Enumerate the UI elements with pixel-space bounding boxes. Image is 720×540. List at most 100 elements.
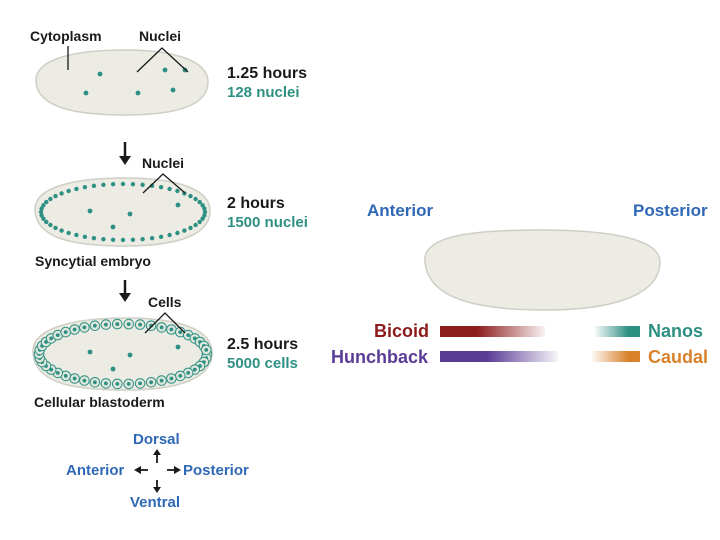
hunchback-gradient-bar (440, 351, 558, 362)
nucleus-dot (131, 238, 135, 242)
compass-arrows (134, 449, 181, 493)
nucleus-dot (150, 236, 154, 240)
nuclei-label-stage2: Nuclei (142, 156, 184, 170)
blastoderm-cell (167, 325, 177, 335)
blastoderm-cell (80, 323, 90, 333)
blastoderm-cell (157, 323, 167, 333)
blastoderm-cell (70, 325, 80, 335)
gene-nanos-label: Nanos (648, 322, 703, 340)
nucleus-dot (121, 182, 125, 186)
blastoderm-cell (70, 374, 80, 384)
nucleus-dot (175, 189, 179, 193)
nucleus-dot (44, 200, 48, 204)
bicoid-gradient-bar (440, 326, 545, 337)
count-stage2: 1500 nuclei (227, 215, 308, 230)
blastoderm-cell (61, 327, 71, 337)
blastoderm-cell (90, 378, 100, 388)
blastoderm-cell (176, 371, 186, 381)
gene-bicoid-label: Bicoid (374, 322, 429, 340)
arrow-right-icon (167, 466, 181, 474)
nucleus-dot (48, 197, 52, 201)
time-stage1: 1.25 hours (227, 66, 307, 82)
nucleus-dot (202, 206, 206, 210)
nucleus-dot (92, 236, 96, 240)
nucleus-dot (188, 226, 192, 230)
blastoderm-cell (113, 379, 123, 389)
compass-dorsal: Dorsal (133, 432, 180, 447)
nuclei-label-stage1: Nuclei (139, 29, 181, 43)
gene-hunchback-label: Hunchback (331, 348, 428, 366)
nucleus-dot (83, 235, 87, 239)
nucleus-dot (59, 228, 63, 232)
nucleus-dot (140, 183, 144, 187)
blastoderm-cell (135, 320, 145, 330)
cytoplasm-label: Cytoplasm (30, 29, 102, 43)
blastoderm-cell (157, 376, 167, 386)
down-arrow-icon (119, 280, 131, 302)
nucleus-dot (53, 226, 57, 230)
nanos-gradient-bar (595, 326, 640, 337)
nucleus-dot (167, 233, 171, 237)
blastoderm-cell (80, 376, 90, 386)
nucleus-dot (182, 228, 186, 232)
compass-ventral: Ventral (130, 495, 180, 510)
nucleus-dot (111, 182, 115, 186)
caudal-gradient-bar (592, 351, 640, 362)
nucleus-dot (167, 187, 171, 191)
embryo-stage3 (33, 318, 212, 390)
nucleus-dot (48, 223, 52, 227)
nucleus-dot (159, 235, 163, 239)
blastoderm-cell (90, 321, 100, 331)
anterior-label: Anterior (367, 202, 433, 219)
nucleus-dot (83, 185, 87, 189)
gene-caudal-label: Caudal (648, 348, 708, 366)
blastoderm-cell (146, 321, 156, 331)
nucleus-dot (198, 220, 202, 224)
arrow-down-icon (153, 480, 161, 493)
nucleus-dot (111, 238, 115, 242)
compass-anterior: Anterior (66, 463, 124, 478)
down-arrow-icon (119, 142, 131, 165)
nucleus-dot (193, 197, 197, 201)
posterior-label: Posterior (633, 202, 708, 219)
time-stage2: 2 hours (227, 196, 285, 212)
nucleus-dot (188, 194, 192, 198)
blastoderm-cell (113, 319, 123, 329)
blastoderm-cell (124, 319, 134, 329)
count-stage3: 5000 cells (227, 356, 298, 371)
blastoderm-cell (201, 345, 211, 355)
blastoderm-cell (124, 379, 134, 389)
nucleus-dot (101, 237, 105, 241)
blastoderm-cell (101, 320, 111, 330)
embryo-stage2 (35, 178, 210, 246)
nucleus-dot (121, 238, 125, 242)
count-stage1: 128 nuclei (227, 85, 300, 100)
nucleus-dot (175, 231, 179, 235)
blastoderm-cell (167, 374, 177, 384)
nucleus-dot (74, 233, 78, 237)
blastoderm-cell (146, 378, 156, 388)
embryo-stage1 (36, 50, 208, 115)
nucleus-dot (59, 191, 63, 195)
time-stage3: 2.5 hours (227, 337, 298, 353)
blastoderm-cell (135, 379, 145, 389)
caption-syncytial: Syncytial embryo (35, 254, 151, 268)
nucleus-dot (92, 184, 96, 188)
nucleus-dot (53, 194, 57, 198)
nucleus-dot (74, 187, 78, 191)
arrow-up-icon (153, 449, 161, 463)
nucleus-dot (66, 189, 70, 193)
nucleus-dot (101, 183, 105, 187)
cells-label-stage3: Cells (148, 295, 181, 309)
compass-posterior: Posterior (183, 463, 249, 478)
nucleus-dot (140, 237, 144, 241)
arrow-left-icon (134, 466, 148, 474)
nucleus-dot (66, 231, 70, 235)
caption-blastoderm: Cellular blastoderm (34, 395, 165, 409)
blastoderm-cell (101, 379, 111, 389)
nucleus-dot (131, 182, 135, 186)
embryo-large (425, 230, 660, 310)
nucleus-dot (159, 185, 163, 189)
nucleus-dot (193, 223, 197, 227)
